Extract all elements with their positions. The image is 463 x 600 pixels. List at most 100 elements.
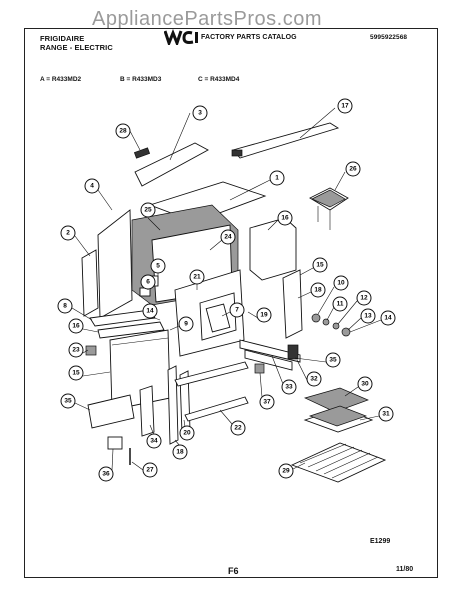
callout-circle — [84, 178, 100, 194]
callout-leader — [149, 424, 155, 436]
callout-circle — [142, 462, 158, 478]
callout-circle — [60, 393, 76, 409]
callout-circle — [68, 342, 84, 358]
oven-rack-grid-part — [299, 443, 379, 479]
bumper-part — [254, 363, 265, 374]
callout-number: 2 — [66, 230, 70, 237]
callout-circle — [356, 290, 372, 306]
callout-leader — [209, 239, 223, 251]
callout-circle — [325, 352, 341, 368]
wci-logo-icon — [164, 29, 198, 45]
callout-circle — [357, 376, 373, 392]
callout-leader — [169, 112, 191, 161]
callout-leader — [299, 267, 314, 276]
callout-number: 16 — [72, 323, 80, 330]
cross-member-part — [97, 321, 165, 339]
callout-number: 17 — [341, 103, 349, 110]
drawer-slide-part — [244, 349, 293, 371]
callout-circle — [360, 308, 376, 324]
catalog-number: 5995922568 — [370, 34, 408, 41]
callout-leader — [334, 171, 346, 191]
callout-leader — [267, 219, 279, 231]
callout-number: 18 — [176, 449, 184, 456]
callout-circle — [259, 394, 275, 410]
callout-number: 23 — [72, 347, 80, 354]
callout-number: 20 — [183, 430, 191, 437]
callout-leader — [299, 107, 336, 139]
broiler-pan-part — [304, 387, 369, 413]
callout-leader — [296, 359, 308, 381]
callout-number: 14 — [384, 315, 392, 322]
rear-trim-part — [134, 142, 209, 187]
callout-number: 4 — [90, 183, 94, 190]
callout-number: 1 — [275, 175, 279, 182]
callout-number: 28 — [119, 128, 127, 135]
cross-rail-part — [174, 361, 249, 387]
callout-circle — [68, 318, 84, 334]
terminal-block-top-part — [311, 189, 346, 208]
top-rail-part — [232, 122, 340, 159]
callout-leader — [347, 317, 362, 331]
rail-bracket-part — [231, 149, 243, 157]
callout-circle — [189, 269, 205, 285]
callout-circle — [179, 425, 195, 441]
watermark: AppliancePartsPros.com — [92, 8, 322, 30]
side-bracket-part — [139, 385, 155, 437]
callout-circle — [256, 307, 272, 323]
callout-leader — [247, 311, 259, 319]
callout-circle — [337, 98, 353, 114]
callout-circle — [98, 466, 114, 482]
callout-circle — [178, 316, 194, 332]
callout-number: 30 — [361, 381, 369, 388]
callout-number: 18 — [314, 287, 322, 294]
callout-circle — [142, 303, 158, 319]
fastener-part — [311, 313, 321, 323]
callout-leader — [131, 461, 144, 471]
callout-circle — [277, 210, 293, 226]
callout-circle — [57, 298, 73, 314]
callout-number: 32 — [310, 376, 318, 383]
callout-leader — [74, 235, 91, 257]
front-post-part — [167, 365, 179, 445]
oven-rack-part — [290, 442, 387, 483]
callout-leader — [317, 286, 335, 315]
callout-number: 7 — [235, 307, 239, 314]
model-c: C = R433MD4 — [198, 76, 240, 83]
catalog-title: FACTORY PARTS CATALOG — [201, 34, 297, 41]
callout-number: 29 — [282, 468, 290, 475]
callout-circle — [192, 105, 208, 121]
callout-leader — [97, 189, 113, 211]
callout-leader — [221, 311, 231, 317]
callout-leader — [169, 325, 180, 331]
right-side-part — [282, 269, 303, 339]
slide-stop-part — [287, 344, 299, 360]
footer-code: E1299 — [370, 538, 391, 545]
fastener-part — [322, 318, 330, 326]
brand-name: FRIGIDAIRE — [40, 34, 85, 43]
callout-leader — [111, 448, 114, 471]
callout-circle — [345, 161, 361, 177]
callout-circle — [172, 444, 188, 460]
clip-part — [133, 147, 151, 159]
callout-circle — [312, 257, 328, 273]
broiler-insert-grid-part — [308, 405, 368, 427]
door-glass-part — [205, 303, 231, 333]
callout-number: 33 — [285, 384, 293, 391]
callout-number: 10 — [337, 280, 345, 287]
callout-number: 22 — [234, 425, 242, 432]
lower-rail-part — [184, 396, 249, 422]
callout-number: 13 — [364, 313, 372, 320]
callout-leader — [337, 300, 358, 325]
callout-circle — [115, 123, 131, 139]
callout-number: 26 — [349, 166, 357, 173]
side-trim-part — [81, 249, 99, 317]
callout-leader — [129, 130, 141, 151]
callout-number: 16 — [281, 215, 289, 222]
parts-artwork — [81, 122, 387, 483]
callout-circle — [60, 225, 76, 241]
callout-number: 12 — [360, 295, 368, 302]
callout-number: 3 — [198, 110, 202, 117]
callout-number: 35 — [329, 357, 337, 364]
